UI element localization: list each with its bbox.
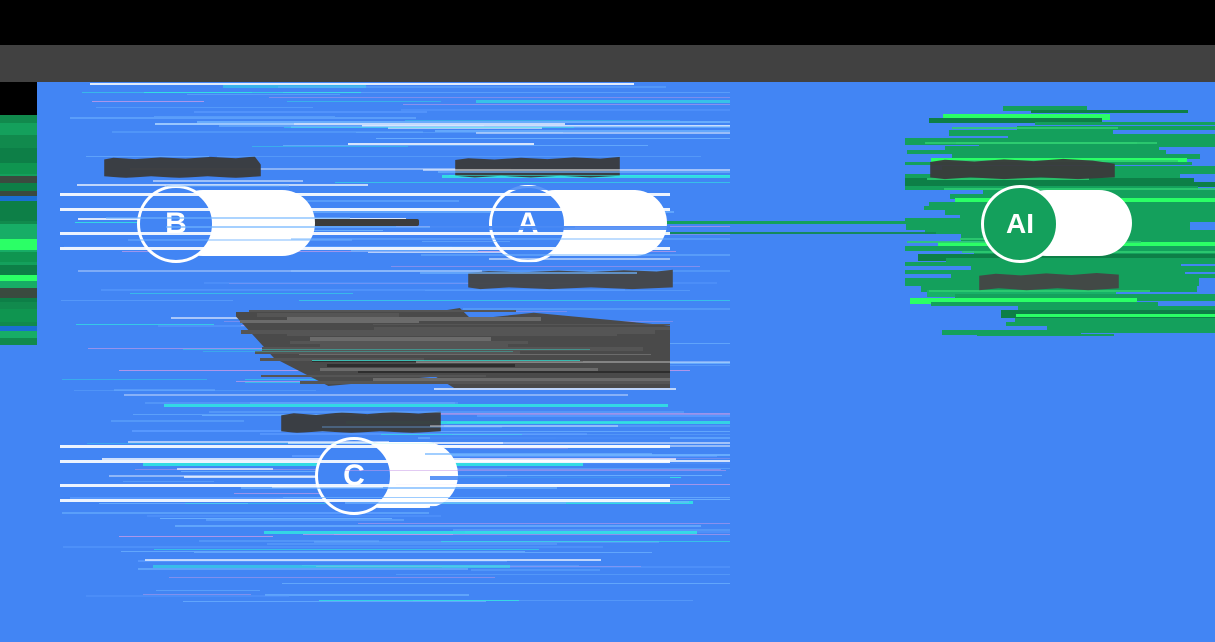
node-a-label-redacted	[455, 156, 620, 178]
node-ai[interactable]: AI	[981, 185, 1059, 263]
node-c-badge: C	[343, 459, 365, 492]
node-ai-label-redacted	[930, 158, 1115, 180]
window-titlebar[interactable]	[0, 45, 1215, 116]
node-c-label-redacted	[281, 411, 441, 433]
center-dark-smear-glitch	[236, 308, 670, 388]
node-a[interactable]: A	[489, 185, 567, 263]
node-a-badge: A	[517, 207, 539, 240]
edge-a-to-ai-ghost	[636, 232, 936, 234]
node-a-sublabel-redacted	[468, 269, 673, 290]
canvas-corner-notch	[0, 82, 37, 120]
node-b[interactable]: B	[137, 185, 215, 263]
edge-a-to-ai	[636, 221, 994, 224]
left-green-glitch-column	[0, 115, 37, 345]
node-ai-sublabel-redacted	[979, 273, 1119, 291]
canvas-bottom-fill	[0, 602, 1215, 642]
black-top-area	[0, 0, 1215, 45]
node-ai-badge: AI	[1006, 208, 1034, 239]
node-b-badge: B	[165, 207, 187, 240]
node-c[interactable]: C	[315, 437, 393, 515]
node-b-label-redacted	[104, 156, 261, 178]
edge-b-to-a	[284, 219, 419, 226]
